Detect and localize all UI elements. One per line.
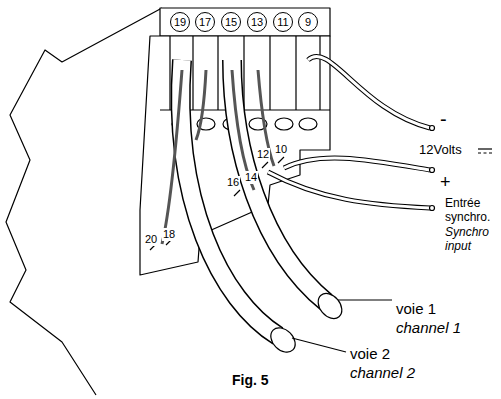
- dc-symbol: [478, 149, 492, 153]
- terminal-number-circle: 19: [170, 12, 190, 32]
- channel-label: voie 2: [350, 345, 390, 362]
- terminal-number: 18: [162, 228, 176, 241]
- terminal-number-circle: 13: [247, 12, 267, 32]
- input-label: Synchro input: [445, 226, 497, 254]
- channel-label: voie 1: [396, 300, 436, 317]
- channel-label: channel 1: [396, 319, 461, 336]
- terminal-number: 19: [174, 17, 186, 28]
- polarity-sign: +: [440, 172, 451, 193]
- figure-caption: Fig. 5: [232, 372, 269, 388]
- housing-outline: [6, 8, 162, 395]
- channel-label: channel 2: [350, 364, 415, 381]
- terminal-number: 15: [225, 17, 237, 28]
- terminal-number: 20: [144, 233, 158, 246]
- terminal-number: 13: [251, 17, 263, 28]
- terminal-number-circle: 9: [298, 12, 318, 32]
- input-label: Entrée synchro.: [445, 197, 497, 225]
- supply-voltage: 12Volts: [419, 143, 462, 158]
- terminal-number-circle: 15: [221, 12, 241, 32]
- terminal-number-circle: 11: [273, 12, 293, 32]
- terminal-number-circle: 17: [195, 12, 215, 32]
- polarity-sign: -: [440, 108, 447, 131]
- terminal-number: 16: [226, 176, 240, 189]
- terminal-number: 10: [274, 143, 288, 156]
- terminal-number: 17: [199, 17, 211, 28]
- terminal-number: 9: [305, 17, 311, 28]
- terminal-number: 12: [256, 148, 270, 161]
- terminal-number: 14: [244, 171, 258, 184]
- terminal-number: 11: [277, 17, 288, 28]
